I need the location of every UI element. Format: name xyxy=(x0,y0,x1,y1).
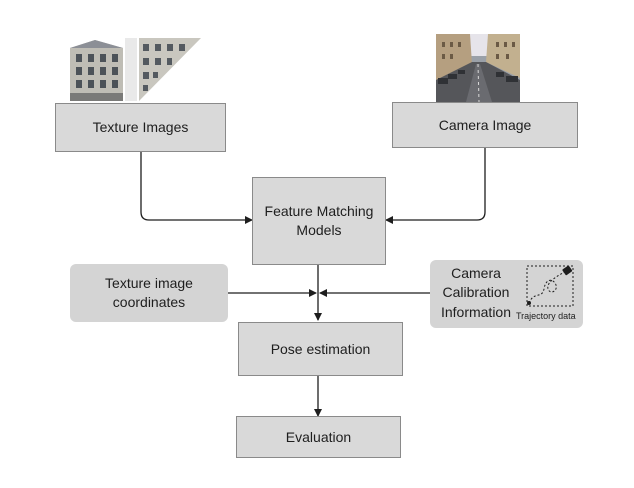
pose-estimation-label: Pose estimation xyxy=(270,340,371,357)
trajectory-icon xyxy=(526,265,574,307)
building-facade-image xyxy=(67,38,203,101)
texture-thumbnails xyxy=(67,38,203,101)
texture-images-node: Texture Images xyxy=(55,103,226,152)
feature-matching-label: Feature Matching Models xyxy=(264,203,374,238)
evaluation-label: Evaluation xyxy=(285,428,352,445)
texture-images-label: Texture Images xyxy=(92,119,189,136)
street-scene-image xyxy=(436,34,520,102)
camera-image-node: Camera Image xyxy=(392,102,578,148)
trajectory-data-label: Trajectory data xyxy=(516,311,576,321)
evaluation-node: Evaluation xyxy=(236,416,401,458)
arrow-camera-to-matching xyxy=(385,148,486,224)
camera-calibration-node: Camera Calibration Information Trajector… xyxy=(430,260,583,328)
camera-image-label: Camera Image xyxy=(438,116,532,133)
camera-thumbnail xyxy=(436,34,520,102)
feature-matching-node: Feature Matching Models xyxy=(252,177,386,265)
pose-estimation-node: Pose estimation xyxy=(238,322,403,376)
texture-coordinates-node: Texture image coordinates xyxy=(70,264,228,322)
arrow-texture-to-matching xyxy=(140,152,253,224)
camera-calibration-label: Camera Calibration Information xyxy=(440,264,512,320)
texture-coordinates-label: Texture image coordinates xyxy=(105,275,193,310)
